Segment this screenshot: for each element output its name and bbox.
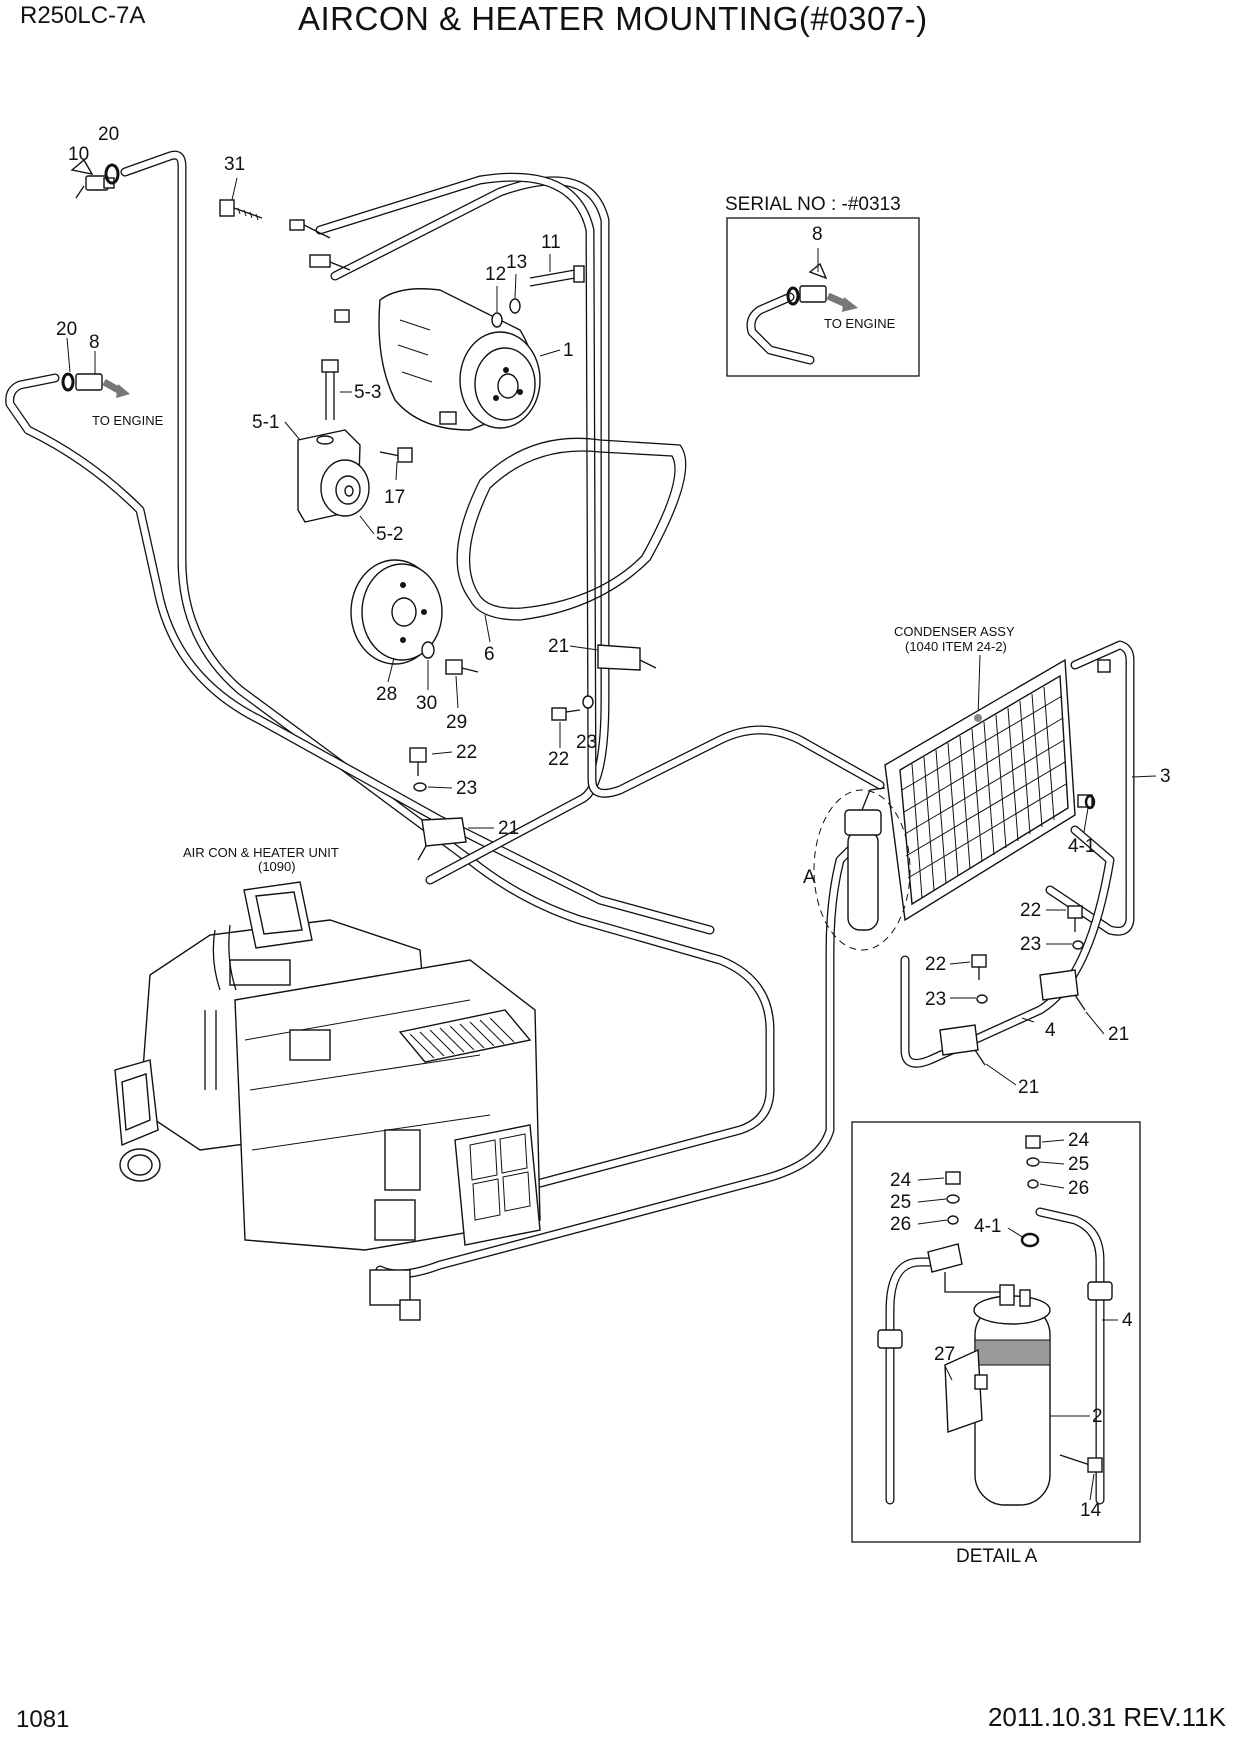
detail-callout-14: 14: [1080, 1500, 1102, 1521]
callout-3: 3: [1160, 766, 1171, 787]
detail-callout-24a: 24: [1068, 1130, 1090, 1151]
bolt-22-right-lower: [971, 954, 987, 980]
condenser-name-label: CONDENSER ASSY: [894, 624, 1015, 639]
page-number: 1081: [16, 1706, 70, 1733]
detail-callout-25a: 25: [1068, 1154, 1089, 1175]
crank-pulley-28: [350, 559, 443, 665]
idler-pulley-5-2: [320, 459, 370, 517]
callout-1: 1: [563, 340, 574, 361]
washer-30: [421, 641, 435, 659]
callout-13: 13: [506, 252, 527, 273]
detail-callout-4-1: 4-1: [974, 1216, 1001, 1237]
hose-clamp-21-right: [939, 969, 1086, 1066]
washer-23-right-upper: [1072, 940, 1084, 950]
bolt-29: [445, 659, 479, 675]
inset-callout-8: 8: [812, 224, 823, 245]
pressure-switches: [289, 219, 351, 323]
callout-5-2: 5-2: [376, 524, 403, 545]
inset-to-engine-label: TO ENGINE: [824, 316, 896, 331]
callout-23b: 23: [456, 778, 477, 799]
callout-21: 21: [548, 636, 569, 657]
unit-ref-label: (1090): [258, 859, 296, 874]
callout-4-1: 4-1: [1068, 836, 1095, 857]
fittings-4-1: [1077, 659, 1111, 810]
washer-23-upper: [582, 695, 594, 709]
detail-callout-4: 4: [1122, 1310, 1133, 1331]
model-number: R250LC-7A: [20, 2, 146, 29]
callout-23d: 23: [925, 989, 946, 1010]
inset-serial-box: [726, 217, 920, 377]
detail-callout-26b: 26: [890, 1214, 911, 1235]
callout-28: 28: [376, 684, 397, 705]
v-belt-6: [456, 437, 687, 621]
detail-callout-27: 27: [934, 1344, 955, 1365]
condenser-assy: [884, 658, 1076, 922]
detail-callout-26a: 26: [1068, 1178, 1089, 1199]
washer-23-mid: [413, 782, 427, 792]
bolt-22-right-upper: [1067, 905, 1083, 932]
detail-callout-a: A: [803, 867, 816, 888]
detail-callout-2: 2: [1092, 1406, 1103, 1427]
callout-21c: 21: [1108, 1024, 1129, 1045]
callout-30: 30: [416, 693, 437, 714]
inset-serial-title: SERIAL NO : -#0313: [725, 194, 901, 215]
detail-callout-25b: 25: [890, 1192, 911, 1213]
hose-clamp-20: [104, 163, 120, 185]
callout-21d: 21: [1018, 1077, 1039, 1098]
callout-8: 8: [89, 332, 100, 353]
tensioner-bolt-5-3: [321, 359, 339, 420]
bolt-17: [379, 447, 413, 463]
callout-22: 22: [548, 749, 569, 770]
hose-clamp-21-mid: [417, 817, 467, 861]
callout-5-3: 5-3: [354, 382, 381, 403]
callout-20: 20: [98, 124, 119, 145]
detail-callout-24b: 24: [890, 1170, 912, 1191]
callout-29: 29: [446, 712, 467, 733]
bolt-22-mid: [409, 747, 427, 776]
to-engine-label: TO ENGINE: [92, 413, 164, 428]
callout-4: 4: [1045, 1020, 1056, 1041]
callout-5-1: 5-1: [252, 412, 279, 433]
washer-12: [491, 312, 503, 328]
fitting-8-left: [61, 372, 130, 398]
receiver-drier-a: [813, 787, 911, 951]
page-title: AIRCON & HEATER MOUNTING(#0307-): [298, 0, 928, 37]
callout-22b: 22: [456, 742, 477, 763]
callout-22d: 22: [925, 954, 946, 975]
revision-date: 2011.10.31 REV.11K: [987, 1702, 1226, 1732]
unit-name-label: AIR CON & HEATER UNIT: [183, 845, 339, 860]
detail-a-box: [851, 1121, 1141, 1543]
callout-23: 23: [576, 732, 597, 753]
bolt-11: [529, 265, 585, 287]
callout-10: 10: [68, 144, 89, 165]
hose-lines: [5, 150, 1135, 1279]
callout-12: 12: [485, 264, 506, 285]
air-con-heater-unit: [114, 881, 541, 1321]
callout-21b: 21: [498, 818, 519, 839]
bolt-22-upper: [551, 707, 581, 721]
callout-11: 11: [541, 232, 561, 253]
callout-22c: 22: [1020, 900, 1041, 921]
bolt-31: [219, 199, 263, 221]
callout-23c: 23: [1020, 934, 1041, 955]
callout-31: 31: [224, 154, 245, 175]
hose-clamp-21-upper: [597, 644, 657, 671]
condenser-ref-label: (1040 ITEM 24-2): [905, 639, 1007, 654]
callout-17: 17: [384, 487, 405, 508]
detail-a-caption: DETAIL A: [956, 1546, 1038, 1567]
washer-13: [509, 298, 521, 314]
callout-6: 6: [484, 644, 495, 665]
callout-20b: 20: [56, 319, 77, 340]
washer-23-right-lower: [976, 994, 988, 1004]
